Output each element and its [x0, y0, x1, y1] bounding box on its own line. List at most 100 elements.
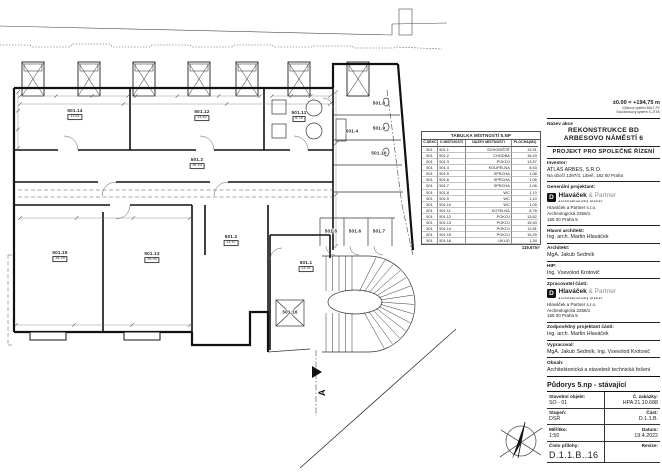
- investor-label: Investor:: [547, 161, 568, 167]
- company-address-line2: Archeologická 2256/1: [547, 210, 591, 216]
- table-cell: WC: [466, 201, 512, 208]
- table-cell: 501.5: [438, 171, 466, 178]
- table-cell: 8,53: [512, 165, 538, 172]
- table-cell: SPRCHA: [466, 183, 512, 190]
- table-cell: POKOJ: [466, 231, 512, 238]
- building-object-label: Stavební objekt:: [549, 393, 586, 399]
- chief-architect-label: Hlavní architekt:: [547, 228, 585, 234]
- table-cell: 501.15: [438, 231, 466, 238]
- attachment-number-label: Číslo přílohy:: [549, 443, 579, 449]
- scale-value: 1:50: [549, 433, 560, 440]
- table-cell: 1,10: [512, 196, 538, 202]
- table-cell: 11,81: [512, 226, 538, 232]
- order-number-cell: Č. zakázky: HPA 21.10.688: [603, 392, 660, 409]
- room-label-501.7: 501.7: [372, 228, 386, 234]
- chief-architect: Ing. arch. Martin Hlaváček: [547, 234, 609, 241]
- table-cell: CHODBA: [466, 153, 512, 160]
- roof-edge-dashdot: [315, 89, 414, 416]
- north-arrow-icon: [499, 421, 543, 459]
- table-cell: 501.10: [438, 201, 466, 208]
- table-cell: 501: [422, 159, 438, 166]
- room-label-501.9: 501.9: [372, 125, 386, 131]
- table-cell: 501: [422, 231, 438, 238]
- table-cell: 1,06: [512, 183, 538, 190]
- drawing-title: Půdorys 5.np - stávající: [547, 380, 627, 389]
- table-cell: SCHODIŠTĚ: [466, 147, 512, 154]
- company-address-line2: Archeologická 2256/1: [547, 307, 591, 313]
- table-cell: 501: [422, 177, 438, 184]
- company-address-line3: 155 00 Praha 5: [547, 313, 578, 319]
- room-area-box: 11,81: [67, 114, 83, 120]
- room-area-box: 13,57: [223, 240, 239, 246]
- responsible-designer: Ing. arch. Martin Hlaváček: [547, 331, 609, 338]
- hip-label: HIP:: [547, 264, 557, 270]
- company-address-line1: Hlaváček a Partner s.r.o.: [547, 204, 597, 210]
- table-cell: 501: [422, 195, 438, 202]
- room-table-header: NÁZEV MÍSTNOSTI: [466, 140, 512, 148]
- attachment-number-value: D.1.1.B..16: [549, 450, 599, 461]
- room-table-header: PLOCHA(M2): [512, 140, 538, 148]
- room-area-box: 13,91: [298, 266, 314, 272]
- hip: Ing. Vsevolod Krotovič: [547, 269, 600, 276]
- table-cell: 501.8: [438, 189, 466, 196]
- table-cell: POKOJ: [466, 225, 512, 232]
- table-cell: POKOJ: [466, 159, 512, 166]
- table-cell: 501.9: [438, 195, 466, 202]
- room-area-box: 15,29: [52, 256, 68, 262]
- room-table-header: Č.MÍSTNOSTI: [438, 140, 466, 148]
- room-label-501.4: 501.4: [345, 128, 359, 134]
- room-label-501.8: 501.8: [372, 100, 386, 106]
- table-cell: 8,78: [512, 208, 538, 214]
- investor-address: Na úbočí 1397/3, Libeň, 182 00 Praha: [547, 173, 624, 179]
- table-cell: 13,91: [512, 147, 538, 154]
- table-cell: POKOJ: [466, 213, 512, 220]
- project-name-label: Název akce: [547, 122, 573, 128]
- room-area-box: 13,62: [194, 115, 210, 121]
- table-cell: 501.11: [438, 207, 466, 214]
- table-cell: 501.7: [438, 183, 466, 190]
- facade-pilasters: [29, 331, 161, 341]
- room-area-box: 15,53: [144, 257, 160, 263]
- project-title-line2: ARBESOVO NÁMĚSTÍ 6: [563, 135, 644, 143]
- room-table-title: TABULKA MÍSTNOSTÍ 5.NP: [422, 132, 540, 141]
- table-cell: 501: [422, 189, 438, 196]
- site-lines: [267, 328, 457, 469]
- table-cell: 501: [422, 153, 438, 160]
- room-label-501.6: 501.6: [348, 228, 362, 234]
- part-processor-label: Zpracovatel části:: [547, 281, 588, 287]
- coordinate-system: Souřadnicový systém S-JTSK: [616, 110, 660, 115]
- elevation-datum: ±0.00 = +194,75 m: [612, 100, 660, 106]
- table-cell: 501.12: [438, 213, 466, 220]
- room-area-box: 16,43: [189, 163, 205, 169]
- company-logo: D Hlaváček & Partner architektonický ate…: [547, 192, 660, 203]
- table-cell: 501: [422, 171, 438, 178]
- dimension-lines: [13, 89, 339, 328]
- section-marker: A: [312, 366, 327, 396]
- table-cell: 501: [422, 201, 438, 208]
- curved-staircase: [322, 255, 416, 353]
- table-cell: 13,62: [512, 214, 538, 220]
- table-cell: 501.4: [438, 165, 466, 172]
- stage-cell: Stupeň: DSŘ: [547, 409, 604, 426]
- stage-value: DSŘ: [549, 416, 561, 423]
- part-value: D.1.1.B.: [638, 416, 658, 423]
- table-cell: 501.1: [438, 147, 466, 154]
- logo-name: Hlaváček: [558, 288, 587, 296]
- part-cell: Část: D.1.1.B.: [603, 408, 660, 426]
- roof-outline: [0, 8, 448, 50]
- table-cell: 501.13: [438, 219, 466, 226]
- investor-name: ATLAS ARBES, S.R.O.: [547, 167, 602, 174]
- part-label: Část:: [646, 410, 658, 416]
- architect: MgA. Jakub Sedmík: [547, 251, 595, 258]
- table-cell: 1,34: [512, 238, 538, 244]
- revision-label: Revize:: [641, 443, 658, 449]
- logo-amp: & Partner: [588, 288, 616, 296]
